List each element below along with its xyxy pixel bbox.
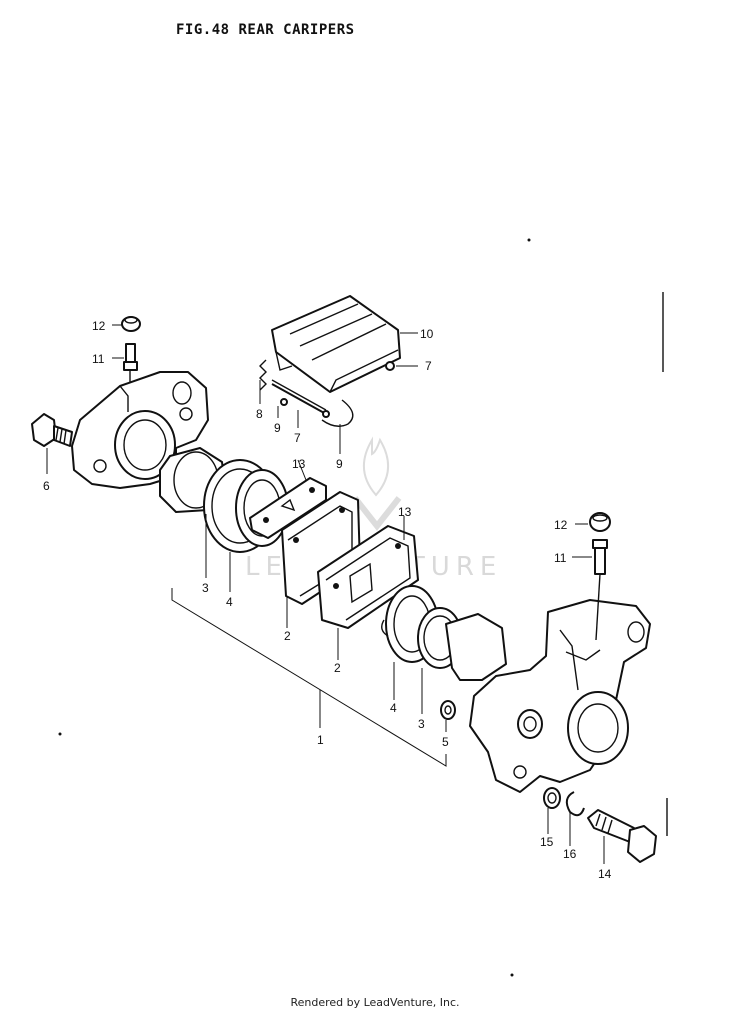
figure-title: FIG.48 REAR CARIPERS <box>176 22 355 38</box>
washer-15 <box>543 787 561 809</box>
callout-9: 9 <box>336 457 343 471</box>
caliper-bolt-left <box>31 413 73 447</box>
bleeder-cap-left <box>121 316 141 332</box>
callout-11: 11 <box>92 352 105 366</box>
caliper-bolt-right <box>587 809 657 863</box>
pad-cover-part <box>271 295 401 393</box>
bleeder-cap-right <box>589 512 611 532</box>
pad-pin-and-springs <box>259 359 395 427</box>
callout-4: 4 <box>226 595 233 609</box>
callout-3: 3 <box>202 581 209 595</box>
callout-3: 3 <box>418 717 425 731</box>
callout-7: 7 <box>425 359 432 373</box>
bleeder-valve-left <box>123 343 138 388</box>
callout-5: 5 <box>442 735 449 749</box>
callout-9: 9 <box>274 421 281 435</box>
bleeder-valve-right <box>592 539 608 641</box>
leader-lines <box>46 324 605 864</box>
scan-marks <box>58 238 668 977</box>
callout-13: 13 <box>398 505 412 519</box>
brake-pad-right <box>317 525 419 629</box>
callout-6: 6 <box>43 479 50 493</box>
callout-11: 11 <box>554 551 567 565</box>
callout-14: 14 <box>598 867 612 881</box>
callout-10: 10 <box>420 327 434 341</box>
callout-4: 4 <box>390 701 397 715</box>
callout-8: 8 <box>256 407 263 421</box>
callout-12: 12 <box>92 319 106 333</box>
callout-labels: 1 2 2 3 3 4 4 5 6 7 7 8 9 9 10 11 11 12 … <box>43 319 612 881</box>
callout-2: 2 <box>334 661 341 675</box>
circlip-16 <box>565 791 585 817</box>
callout-1: 1 <box>317 733 324 747</box>
callout-7: 7 <box>294 431 301 445</box>
assembly-1-bracket <box>171 588 447 767</box>
footer-credit: Rendered by LeadVenture, Inc. <box>290 996 460 1009</box>
callout-15: 15 <box>540 835 554 849</box>
callout-13: 13 <box>292 457 306 471</box>
callout-16: 16 <box>563 847 577 861</box>
callout-2: 2 <box>284 629 291 643</box>
piston-right <box>417 607 507 681</box>
caliper-body-right <box>469 599 651 793</box>
callout-12: 12 <box>554 518 568 532</box>
washer-5 <box>440 700 456 720</box>
